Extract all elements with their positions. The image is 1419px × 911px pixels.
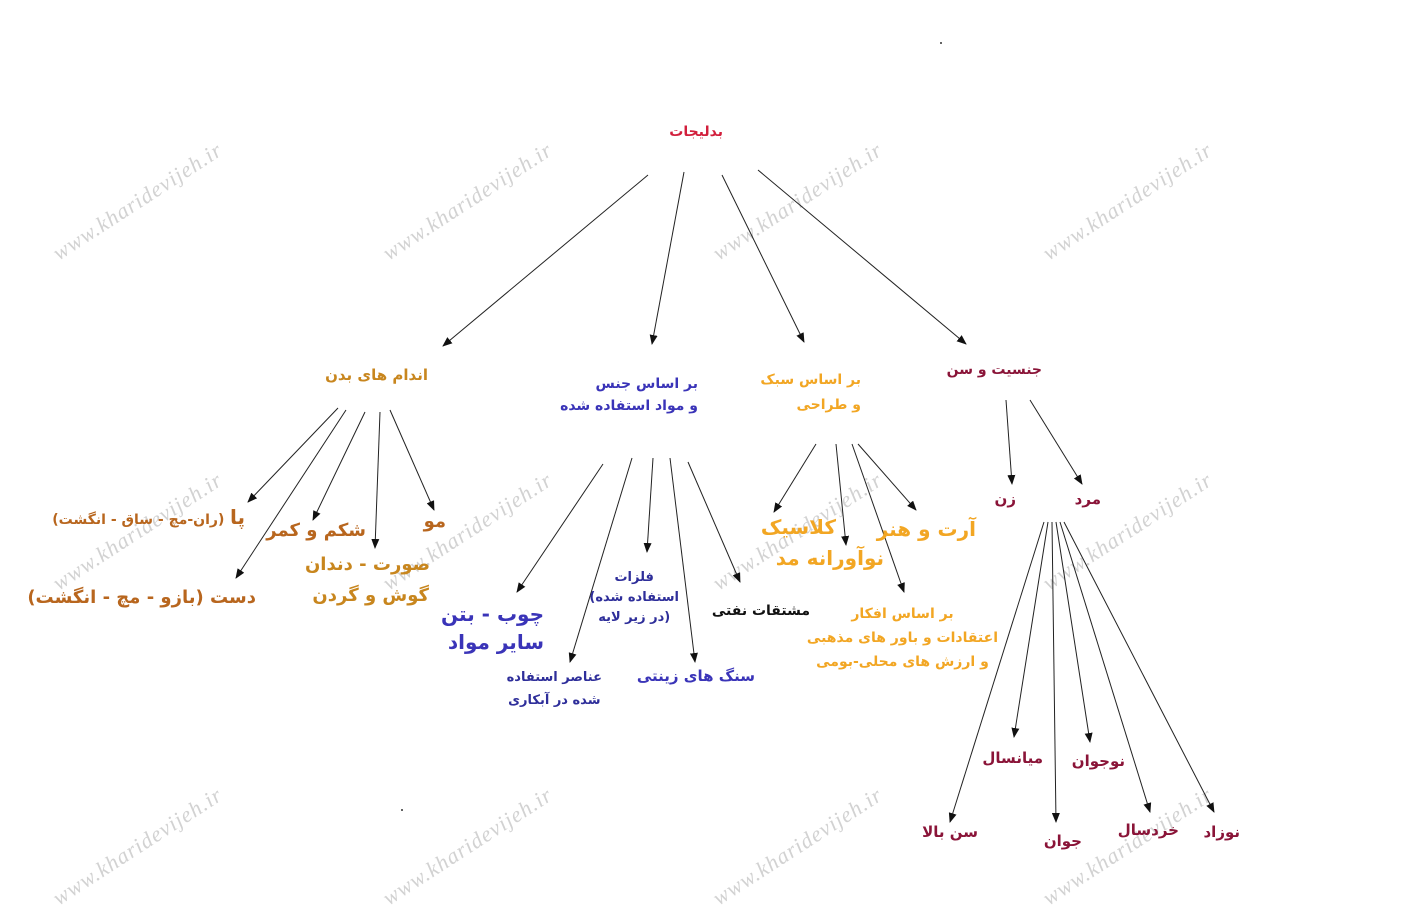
category-material-line: بر اساس جنس [595, 376, 698, 392]
node-hand: دست (بازو - مچ - انگشت) [27, 587, 256, 608]
category-gender-age: جنسیت و سن [946, 362, 1042, 378]
node-wood-line: چوب - بتن [441, 602, 544, 626]
node-metals: فلزات استفاده شده) (در زیر لایه [589, 568, 679, 628]
arrow [1059, 521, 1152, 813]
node-middle-aged: میانسال [982, 749, 1043, 767]
stray-dot [401, 809, 403, 811]
node-child: خردسال [1117, 821, 1179, 839]
arrow [669, 457, 698, 663]
category-style-line: بر اساس سبک [760, 372, 861, 388]
node-leg-title: پا [229, 505, 245, 529]
category-material-line: و مواد استفاده شده [560, 398, 698, 414]
arrow [948, 521, 1045, 823]
node-belly: شکم و کمر [266, 520, 366, 541]
node-hair: مو [423, 511, 446, 532]
node-plating: عناصر استفاده شده در آبکاری [507, 666, 602, 712]
node-man: مرد [1074, 490, 1101, 508]
arrow [235, 409, 347, 579]
arrow [773, 443, 817, 513]
node-plating-line: شده در آبکاری [508, 693, 601, 708]
node-leg-detail: (ران-مچ - ساق - انگشت) [52, 512, 225, 528]
arrow [857, 443, 917, 511]
node-metals-line: استفاده شده) [589, 590, 679, 605]
stray-dot [940, 42, 942, 44]
arrow [516, 463, 604, 593]
node-beliefs-line: اعتقادات و باور های مذهبی [806, 630, 998, 646]
node-art: آرت و هنر [876, 517, 976, 541]
arrow [247, 407, 339, 503]
node-young: جوان [1043, 832, 1082, 850]
category-style-line: و طراحی [796, 397, 861, 413]
arrow [1011, 521, 1049, 738]
node-ear-neck: گوش و گردن [312, 585, 429, 606]
arrow [851, 443, 905, 593]
node-plating-line: عناصر استفاده [506, 670, 602, 685]
node-newborn: نوزاد [1203, 823, 1240, 841]
node-wood-concrete: چوب - بتن سایر مواد [441, 600, 544, 656]
arrow [1063, 521, 1215, 813]
category-style: بر اساس سبک و طراحی [760, 368, 861, 418]
category-body-parts: اندام های بدن [325, 366, 428, 384]
arrow [312, 411, 366, 521]
node-teenager: نوجوان [1071, 752, 1125, 770]
root-node: بدلیجات [669, 124, 723, 140]
node-beliefs-line: بر اساس افکار [851, 606, 954, 622]
node-metals-line: فلزات [614, 570, 654, 585]
arrow [389, 409, 435, 511]
node-beliefs: بر اساس افکار اعتقادات و باور های مذهبی … [807, 602, 998, 674]
node-other-line: سایر مواد [447, 630, 544, 654]
arrow [757, 169, 967, 345]
node-modern: نوآورانه مد [775, 546, 884, 570]
node-woman: زن [994, 490, 1016, 508]
node-beliefs-line: و ارزش های محلی-بومی [816, 654, 989, 670]
node-gems: سنگ های زینتی [636, 667, 755, 685]
arrow [1005, 399, 1016, 485]
node-classic: کلاسیک [760, 515, 836, 539]
arrow [649, 171, 685, 345]
node-senior: سن بالا [922, 823, 978, 841]
category-material: بر اساس جنس و مواد استفاده شده [560, 373, 698, 417]
node-petroleum: مشتقات نفتی [711, 603, 810, 619]
arrow [568, 457, 633, 663]
node-leg: پا (ران-مچ - ساق - انگشت) [52, 505, 245, 529]
arrow [371, 411, 381, 549]
arrow [687, 461, 741, 583]
arrow [643, 457, 654, 553]
node-face: صورت - دندان [304, 554, 430, 575]
arrow [835, 443, 850, 546]
arrow [1029, 399, 1083, 485]
arrow [1055, 521, 1093, 743]
arrow [1051, 521, 1060, 823]
arrow [721, 174, 805, 343]
arrow [442, 174, 649, 347]
node-metals-line: (در زیر لایه [598, 610, 671, 625]
